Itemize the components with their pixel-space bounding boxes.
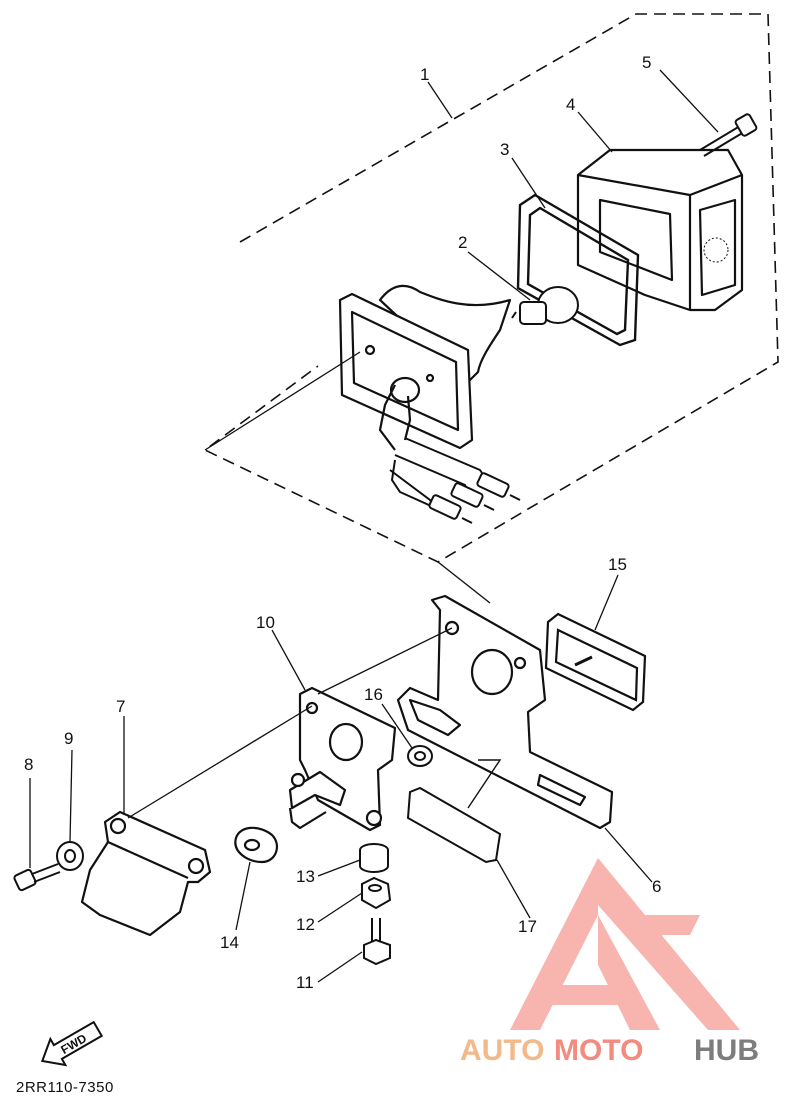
callouts: 1 2 3 4 5 6 7 8 9 10 11 12 13 14 15 16 1… xyxy=(24,53,661,992)
license-bracket xyxy=(396,594,614,830)
watermark-logo xyxy=(510,858,740,1030)
collar-13 xyxy=(359,843,389,873)
callout-14: 14 xyxy=(220,933,239,952)
washer xyxy=(56,841,84,871)
housing-screw xyxy=(699,113,758,157)
watermark-auto: AUTO xyxy=(460,1034,544,1067)
wire-harness xyxy=(389,437,521,524)
callout-16: 16 xyxy=(364,685,383,704)
callout-5: 5 xyxy=(642,53,651,72)
callout-17: 17 xyxy=(518,917,537,936)
callout-4: 4 xyxy=(566,95,575,114)
assembly-boundary xyxy=(203,13,779,563)
callout-13: 13 xyxy=(296,867,315,886)
lamp-screw xyxy=(13,863,61,892)
license-plate-sticker xyxy=(406,786,502,864)
callout-2: 2 xyxy=(458,233,467,252)
grommet-14 xyxy=(234,826,279,864)
license-lamp xyxy=(80,810,212,937)
bulb xyxy=(511,286,579,325)
lens-housing xyxy=(576,148,744,312)
bolt-11 xyxy=(363,918,391,966)
callout-7: 7 xyxy=(116,697,125,716)
part-code: 2RR110-7350 xyxy=(16,1079,114,1096)
leader-lines xyxy=(29,69,719,983)
callout-9: 9 xyxy=(64,729,73,748)
watermark-hub: HUB xyxy=(694,1034,759,1067)
callout-12: 12 xyxy=(296,915,315,934)
callout-8: 8 xyxy=(24,755,33,774)
light-base xyxy=(338,284,512,451)
nut-12 xyxy=(361,876,392,910)
callout-3: 3 xyxy=(500,140,509,159)
fwd-arrow: FWD xyxy=(40,1020,104,1067)
callout-6: 6 xyxy=(652,877,661,896)
plate-leader xyxy=(467,759,502,809)
watermark-moto: MOTO xyxy=(554,1034,643,1067)
grommet-16 xyxy=(407,745,433,767)
assembly-link-line xyxy=(437,561,491,604)
callout-11: 11 xyxy=(296,973,314,992)
watermark-text: AUTO MOTO HUB xyxy=(460,1034,759,1067)
callout-15: 15 xyxy=(608,555,627,574)
holder-plate xyxy=(288,686,397,832)
connection-lines xyxy=(127,351,453,819)
lens-gasket xyxy=(516,193,640,347)
callout-10: 10 xyxy=(256,613,275,632)
callout-1: 1 xyxy=(420,65,429,84)
reflector xyxy=(544,612,647,712)
